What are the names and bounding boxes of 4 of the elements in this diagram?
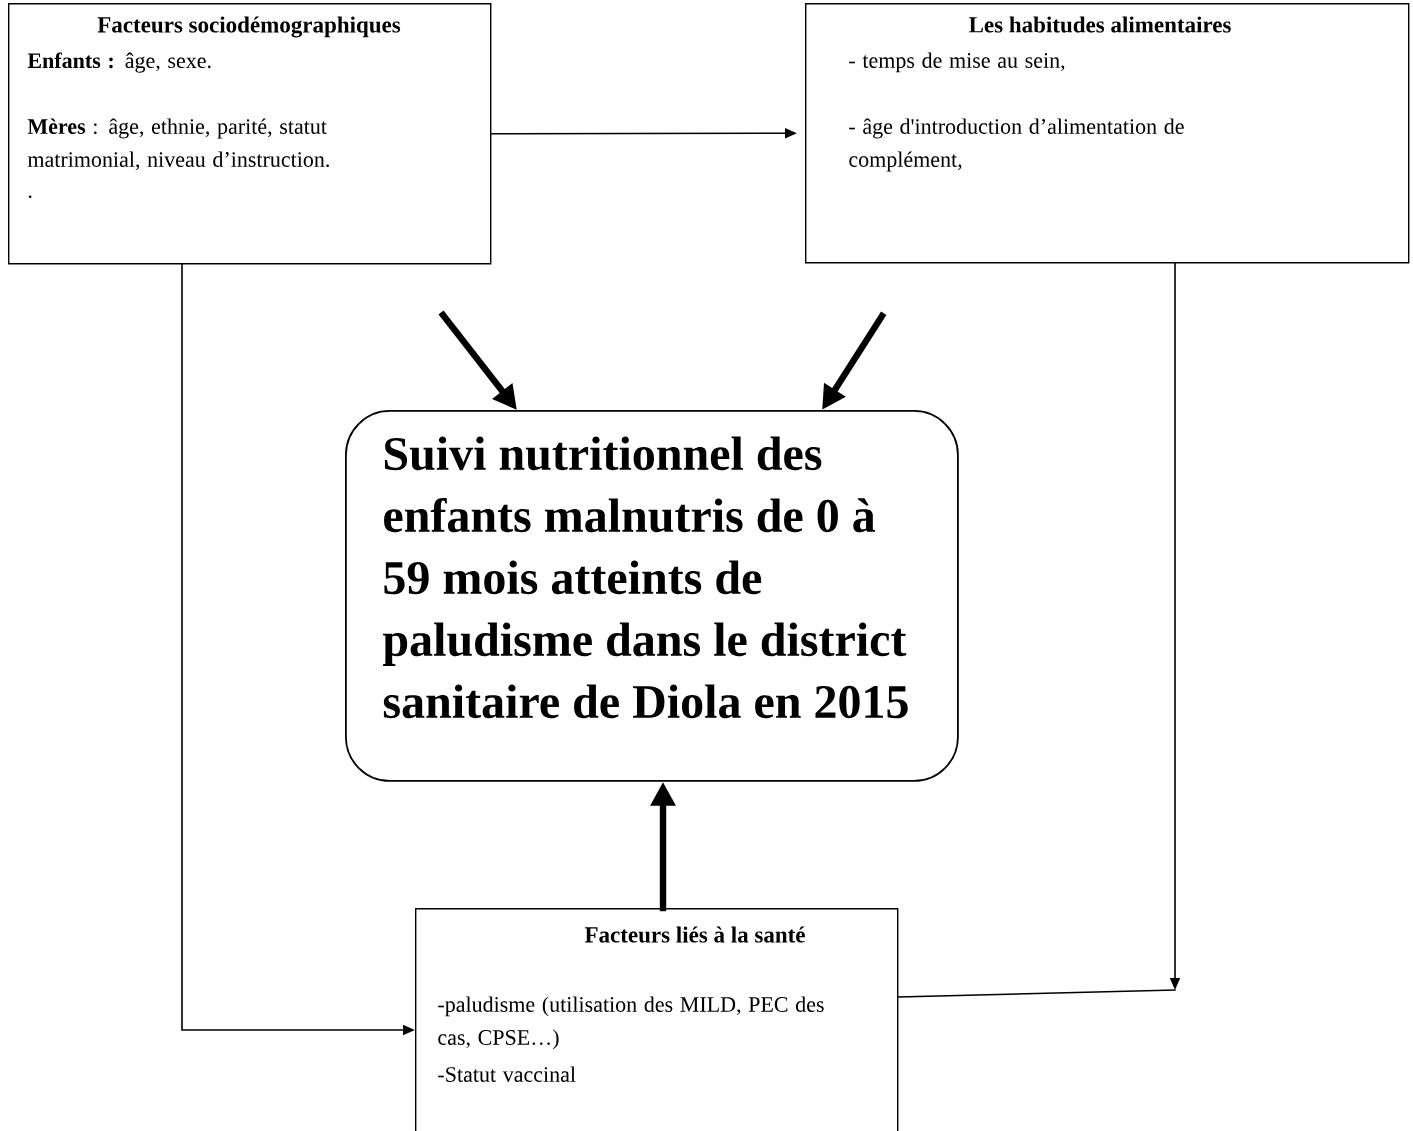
- factor-box: Facteurs sociodémographiques Enfants : âge, sexe. Mères : âge, ethnie, parité, statut matrimonial, niveau d’instruction. .: [8, 3, 492, 265]
- factor-box: Facteurs liés à la santé -paludisme (utilisation des MILD, PEC des cas, CPSE…) -Statut vaccinal: [415, 908, 899, 1131]
- factor-box: Les habitudes alimentaires - temps de mise au sein, - âge d'introduction d’alimentation de complément,: [805, 3, 1410, 264]
- outcome-box: Suivi nutritionnel des enfants malnutris de 0 à 59 mois atteints de paludisme dans le district sanitaire de Diola en 2015: [345, 410, 959, 782]
